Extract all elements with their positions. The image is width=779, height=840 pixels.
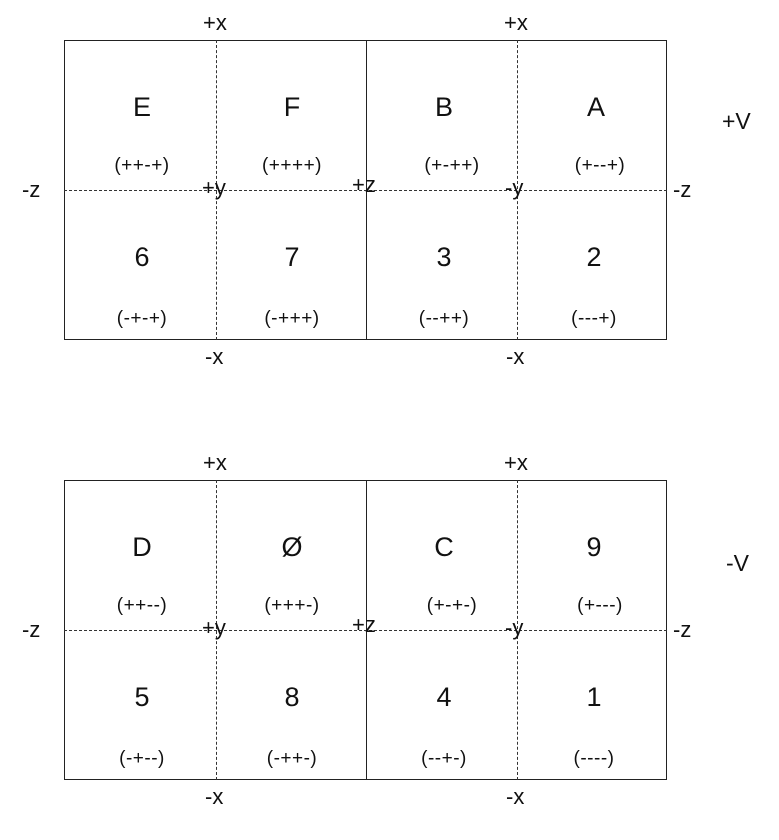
cell-sign-code: (----)	[573, 748, 615, 769]
axis-label-left: -z	[22, 617, 41, 642]
side-label-plus-v: +V	[722, 108, 751, 134]
axis-label-top-left: +x	[203, 10, 227, 35]
axis-label-center: +z	[352, 172, 376, 197]
cell-label: 3	[436, 242, 452, 272]
cell-sign-code: (---+)	[571, 308, 617, 329]
cell-sign-code: (+-+-)	[426, 595, 478, 616]
axis-label-bottom-right: -x	[506, 784, 525, 809]
axis-label-center: +z	[352, 612, 376, 637]
cell-sign-code: (++-+)	[114, 155, 170, 176]
cell-label: 8	[284, 682, 300, 712]
cell-label: C	[434, 532, 454, 562]
cell-sign-code: (-+--)	[119, 748, 165, 769]
axis-label-mid-left: +y	[202, 175, 226, 200]
horizontal-dashed-axis	[64, 630, 667, 631]
cell-label: 6	[134, 242, 150, 272]
cell-sign-code: (+---)	[577, 595, 623, 616]
cell-label: 2	[586, 242, 602, 272]
cell-label: F	[283, 92, 301, 122]
axis-label-top-right: +x	[504, 10, 528, 35]
cell-sign-code: (+++-)	[264, 595, 320, 616]
axis-label-bottom-left: -x	[205, 344, 224, 369]
cell-label: 1	[586, 682, 602, 712]
side-label-minus-v: -V	[726, 550, 749, 576]
cell-sign-code: (-++-)	[266, 748, 318, 769]
cell-label: 9	[586, 532, 602, 562]
cell-sign-code: (-+++)	[264, 308, 320, 329]
panel-plus-v: +x +x -x -x -z +y +z -y -z +V E F B A (+…	[0, 0, 779, 400]
axis-label-top-left: +x	[203, 450, 227, 475]
axis-label-right: -z	[673, 177, 692, 202]
panel-minus-v: +x +x -x -x -z +y +z -y -z -V D Ø C 9 (+…	[0, 440, 779, 840]
axis-label-left: -z	[22, 177, 41, 202]
cell-label: D	[132, 532, 152, 562]
cell-label: E	[132, 92, 151, 122]
cell-sign-code: (++++)	[261, 155, 323, 176]
cell-label: 5	[134, 682, 150, 712]
cell-sign-code: (++--)	[116, 595, 168, 616]
cell-label: Ø	[281, 532, 303, 562]
horizontal-dashed-axis	[64, 190, 667, 191]
cell-sign-code: (+-++)	[424, 155, 480, 176]
axis-label-mid-left: +y	[202, 615, 226, 640]
cell-label: 7	[284, 242, 300, 272]
cell-sign-code: (-+-+)	[116, 308, 168, 329]
axis-label-bottom-left: -x	[205, 784, 224, 809]
axis-label-bottom-right: -x	[506, 344, 525, 369]
cell-sign-code: (--+-)	[421, 748, 467, 769]
axis-label-top-right: +x	[504, 450, 528, 475]
axis-label-mid-right: -y	[505, 615, 524, 640]
cell-sign-code: (--++)	[418, 308, 470, 329]
axis-label-mid-right: -y	[505, 175, 524, 200]
cell-sign-code: (+--+)	[574, 155, 626, 176]
axis-label-right: -z	[673, 617, 692, 642]
cell-label: B	[434, 92, 453, 122]
cell-label: 4	[436, 682, 452, 712]
cell-label: A	[586, 92, 605, 122]
